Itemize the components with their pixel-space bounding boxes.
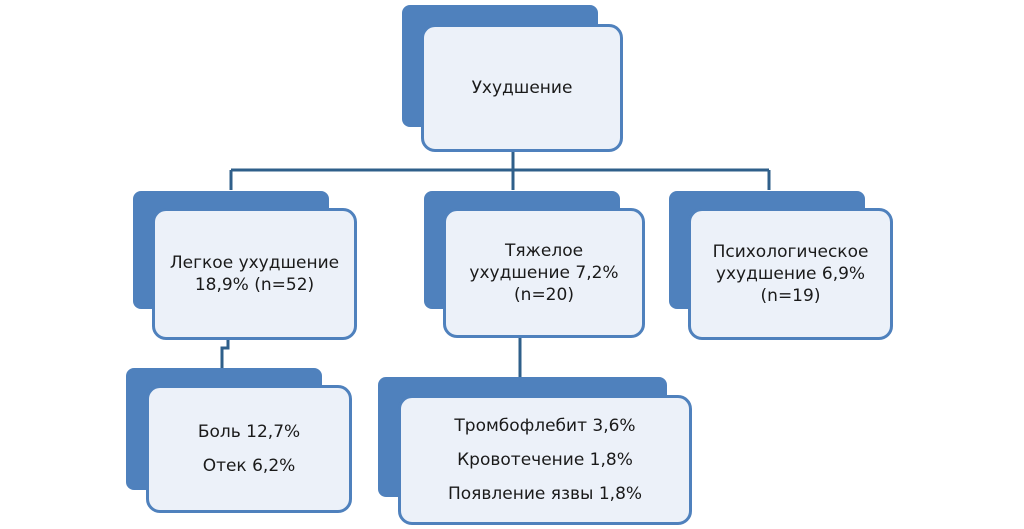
- complications-node-line-2: Кровотечение 1,8%: [457, 450, 633, 470]
- pain-edema-node: Боль 12,7% Отек 6,2%: [146, 385, 352, 513]
- psych-node-line-2: ухудшение 6,9%: [715, 264, 866, 284]
- psych-node-line-1: Психологическое: [712, 242, 869, 262]
- root-node: Ухудшение: [421, 24, 623, 152]
- complications-node-line-1: Тромбофлебит 3,6%: [454, 416, 636, 436]
- mild-node-line-2: 18,9% (n=52): [194, 275, 315, 295]
- mild-deterioration-node: Легкое ухудшение 18,9% (n=52): [152, 208, 357, 340]
- severe-node-line-2: ухудшение 7,2%: [469, 263, 619, 283]
- complications-node: Тромбофлебит 3,6% Кровотечение 1,8% Появ…: [398, 395, 692, 525]
- connector-mild-to-pain: [220, 340, 230, 368]
- root-node-label: Ухудшение: [471, 78, 573, 98]
- severe-node-line-1: Тяжелое: [504, 241, 584, 261]
- psychological-deterioration-node: Психологическое ухудшение 6,9% (n=19): [688, 208, 893, 340]
- complications-node-line-3: Появление язвы 1,8%: [447, 484, 643, 504]
- pain-node-line-1: Боль 12,7%: [197, 422, 301, 442]
- pain-node-line-2: Отек 6,2%: [202, 456, 296, 476]
- severe-deterioration-node: Тяжелое ухудшение 7,2% (n=20): [443, 208, 645, 338]
- severe-node-line-3: (n=20): [514, 285, 574, 305]
- psych-node-line-3: (n=19): [760, 286, 821, 306]
- mild-node-line-1: Легкое ухудшение: [169, 253, 340, 273]
- connector-root-to-level1: [229, 150, 771, 190]
